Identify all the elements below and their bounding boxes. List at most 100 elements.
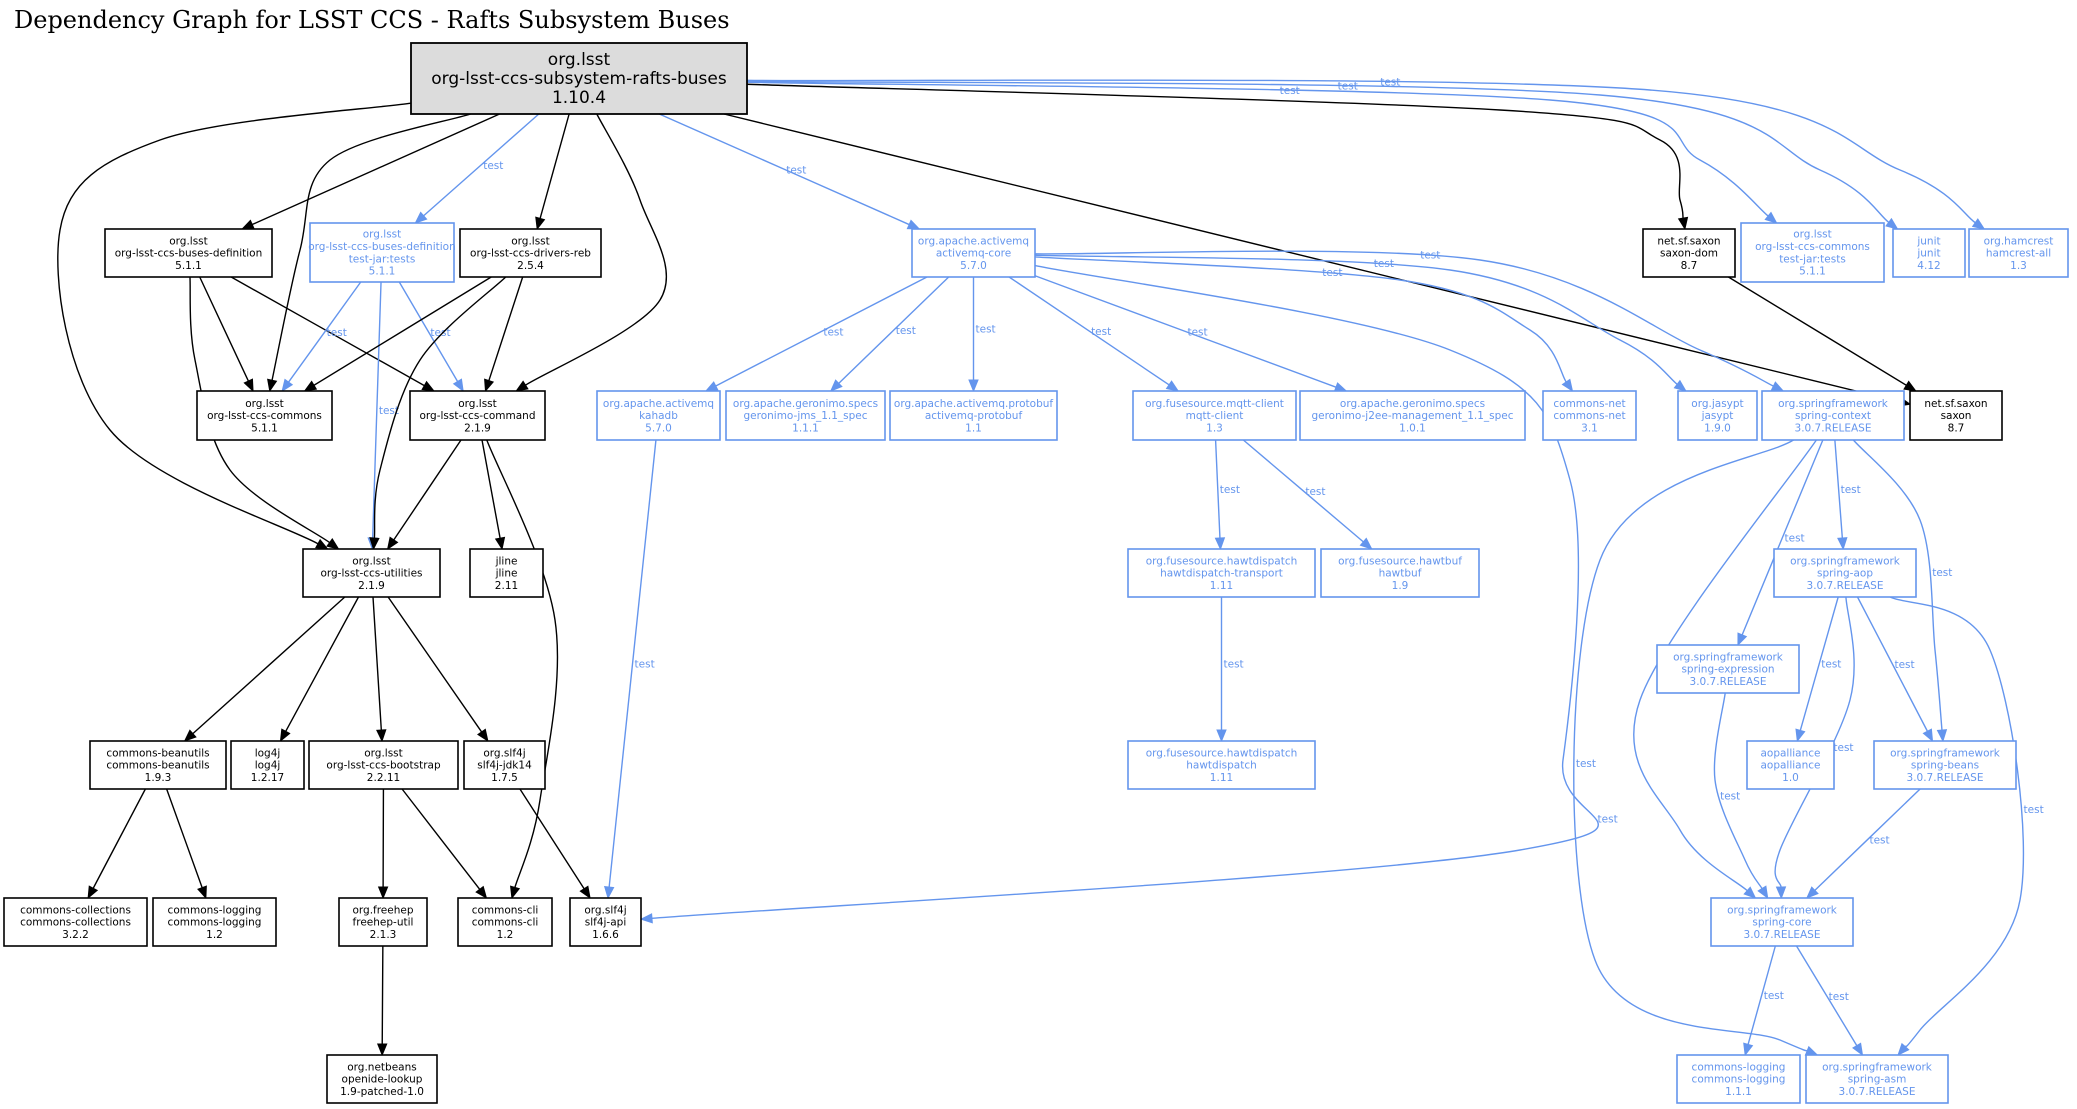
node-label-line: org.apache.activemq.protobuf <box>894 398 1054 410</box>
node-label-line: org.fusesource.hawtbuf <box>1338 555 1462 567</box>
arrowhead-icon <box>1561 378 1574 393</box>
edge-spring-aop-to-aopalliance: test <box>1795 596 1841 743</box>
arrowhead-icon <box>515 380 529 392</box>
node-label-line: org.slf4j <box>483 747 525 759</box>
node-label-line: aopalliance <box>1760 747 1820 759</box>
edge-line <box>1747 945 1777 1045</box>
node-label-line: org.lsst <box>352 555 391 567</box>
edge-line <box>746 83 1684 219</box>
edge-line <box>92 788 147 889</box>
node-label-line: 2.1.9 <box>464 422 491 434</box>
edge-ccs-utilities-to-bootstrap <box>372 596 387 743</box>
edge-spring-beans-to-spring-core: test <box>1805 788 1921 899</box>
arrowhead-icon <box>281 378 294 393</box>
arrowhead-icon <box>968 379 979 393</box>
node-label-line: spring-beans <box>1911 760 1979 772</box>
node-label-line: log4j <box>255 760 281 772</box>
node-spring-expression[interactable]: org.springframeworkspring-expression3.0.… <box>1656 644 1800 694</box>
node-commons-tests[interactable]: org.lsstorg-lsst-ccs-commonstest-jar:tes… <box>1740 222 1885 283</box>
node-buses-def[interactable]: org.lsstorg-lsst-ccs-buses-definition5.1… <box>104 228 273 278</box>
node-geronimo-j2ee[interactable]: org.apache.geronimo.specsgeronimo-j2ee-m… <box>1299 390 1526 441</box>
node-spring-beans[interactable]: org.springframeworkspring-beans3.0.7.REL… <box>1873 740 2017 790</box>
node-buses-def-tests[interactable]: org.lsstorg-lsst-ccs-buses-definitiontes… <box>308 222 456 283</box>
node-label-line: saxon-dom <box>1660 248 1718 260</box>
node-label-line: activemq-core <box>936 248 1011 260</box>
edge-line <box>1713 692 1763 889</box>
arrowhead-icon <box>1936 729 1948 743</box>
edge-drivers-reb-to-ccs-command <box>484 276 524 393</box>
arrowhead-icon <box>386 536 399 551</box>
node-label-line: net.sf.saxon <box>1657 235 1720 247</box>
edge-label: test <box>1833 742 1853 754</box>
arrowhead-icon <box>1737 632 1748 647</box>
node-label-line: org-lsst-ccs-drivers-reb <box>470 248 591 260</box>
node-openide[interactable]: org.netbeansopenide-lookup1.9-patched-1.… <box>326 1054 438 1104</box>
node-label-line: 1.9-patched-1.0 <box>340 1086 424 1098</box>
node-spring-context[interactable]: org.springframeworkspring-context3.0.7.R… <box>1761 390 1905 441</box>
edge-label: test <box>1598 814 1618 826</box>
node-label-line: org.lsst <box>169 235 208 247</box>
node-label-line: org.lsst <box>245 398 284 410</box>
arrowhead-icon <box>421 380 436 392</box>
arrowhead-icon <box>1885 217 1899 230</box>
node-label-line: org.apache.activemq <box>918 235 1029 247</box>
node-box <box>1127 548 1316 598</box>
node-label-line: slf4j-api <box>585 917 627 929</box>
node-label-line: 2.1.9 <box>358 580 385 592</box>
node-box <box>338 897 428 947</box>
arrowhead-icon <box>1743 1042 1754 1057</box>
node-spring-asm[interactable]: org.springframeworkspring-asm3.0.7.RELEA… <box>1805 1054 1949 1104</box>
node-hawtdispatch-transport[interactable]: org.fusesource.hawtdispatchhawtdispatch-… <box>1127 548 1316 598</box>
node-box <box>725 390 886 441</box>
node-label-line: hawtbuf <box>1379 568 1422 580</box>
node-label-line: commons-net <box>1553 398 1625 410</box>
node-box <box>1968 228 2069 278</box>
node-hawtdispatch[interactable]: org.fusesource.hawtdispatchhawtdispatch1… <box>1127 740 1316 790</box>
node-label-line: 3.0.7.RELEASE <box>1907 772 1984 784</box>
node-box <box>196 390 333 441</box>
edge-saxon-dom-to-saxon <box>1728 276 1917 392</box>
node-geronimo-jms[interactable]: org.apache.geronimo.specsgeronimo-jms_1.… <box>725 390 886 441</box>
edge-label: test <box>1305 486 1325 498</box>
node-spring-aop[interactable]: org.springframeworkspring-aop3.0.7.RELEA… <box>1773 548 1917 598</box>
node-label-line: hamcrest-all <box>1986 248 2051 260</box>
node-spring-core[interactable]: org.springframeworkspring-core3.0.7.RELE… <box>1710 897 1854 947</box>
node-label-line: org.lsst <box>364 747 403 759</box>
node-label-line: 3.0.7.RELEASE <box>1744 929 1821 941</box>
arrowhead-icon <box>477 728 489 743</box>
node-collections[interactable]: commons-collectionscommons-collections3.… <box>3 897 148 947</box>
arrowhead-icon <box>1333 382 1348 392</box>
edge-activemq-core-to-jasypt: test <box>1034 254 1687 392</box>
node-root[interactable]: org.lsstorg-lsst-ccs-subsystem-rafts-bus… <box>410 42 748 115</box>
edge-activemq-core-to-mqtt-client: test <box>1008 276 1180 392</box>
edge-slf4j-jdk14-to-slf4j-api <box>519 788 591 900</box>
node-activemq-protobuf[interactable]: org.apache.activemq.protobufactivemq-pro… <box>889 390 1058 441</box>
node-box <box>326 1054 438 1104</box>
node-label-line: commons-logging <box>1692 1074 1786 1086</box>
